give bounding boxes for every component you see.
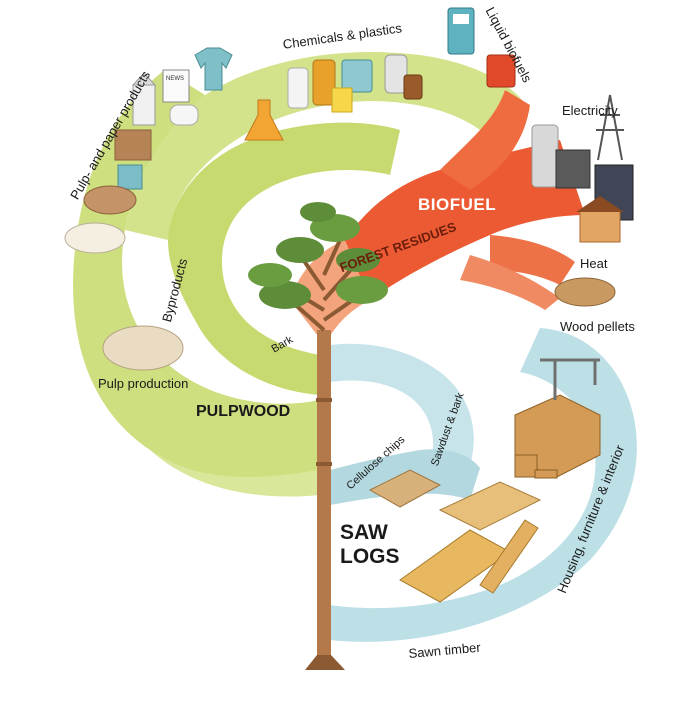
label-pulp-production: Pulp production: [98, 376, 189, 391]
white-bottle-icon: [287, 67, 309, 109]
cardboard-box-icon: [114, 129, 152, 161]
label-saw: SAW: [340, 521, 388, 544]
label-heat: Heat: [580, 256, 608, 271]
chemicals-icons: [244, 54, 423, 141]
newspaper-icon: [162, 69, 190, 103]
pellets-chips-icons: [102, 277, 616, 371]
label-biofuel: BIOFUEL: [418, 195, 497, 214]
blue-main-region: [330, 328, 637, 642]
energy-icons: [531, 94, 634, 243]
jerry-can-icon: [486, 54, 516, 88]
liquid-biofuels-icons: [447, 7, 516, 88]
brown-jar-icon: [403, 74, 423, 100]
tree-stump-base: [305, 655, 345, 670]
power-plant-building-icon: [555, 149, 591, 189]
red-to-liquid: [440, 90, 530, 190]
milk-carton-top-icon: [131, 72, 157, 86]
timber-housing-icons: [368, 358, 601, 603]
yellow-cup-icon: [331, 87, 353, 113]
fuel-pump-screen-icon: [453, 14, 469, 24]
red-to-heat: [490, 235, 575, 285]
sawlogs-flow: [330, 328, 637, 642]
label-pulpwood: PULPWOOD: [196, 403, 291, 420]
foliage-cluster-2: [248, 263, 292, 287]
label-logs: LOGS: [340, 545, 400, 568]
tree-trunk: [317, 330, 331, 665]
towel-roll-icon: [64, 222, 126, 254]
power-pylon-icon: [596, 94, 624, 161]
foliage-cluster-7: [300, 202, 336, 222]
shirt-icon: [194, 47, 233, 91]
plywood-sheet-icon: [438, 481, 542, 531]
house-roof-icon: [576, 196, 624, 212]
wood-pellets-pile-icon: [554, 277, 616, 307]
pine-tree: [248, 202, 388, 670]
foliage-cluster-4: [336, 276, 388, 304]
teal-box-icon: [117, 164, 143, 190]
crane-icon: [540, 358, 600, 400]
green-low-loop: [150, 450, 320, 497]
label-electricity: Electricity: [562, 103, 618, 118]
paper-towel-small-icon: [169, 104, 199, 126]
red-main-band: [330, 140, 585, 300]
lumber-beam-icon: [479, 519, 539, 594]
foliage-cluster-5: [336, 248, 380, 272]
paint-bucket-icon: [341, 59, 373, 93]
foliage-cluster-1: [259, 281, 311, 309]
furniture-shelf-icon: [514, 454, 538, 478]
kraft-roll-icon: [83, 185, 137, 215]
house-heat-icon: [579, 209, 621, 243]
flask-orange-icon: [244, 99, 284, 141]
pulp-chip-pile-icon: [102, 325, 184, 371]
newspaper-masthead: NEWS: [166, 76, 184, 82]
foliage-cluster-3: [276, 237, 324, 263]
amber-jar-icon: [312, 59, 336, 106]
green-upper-arc: [125, 51, 530, 240]
red-to-pellets: [460, 255, 560, 310]
pulp-paper-products-icons: NEWS: [64, 47, 233, 254]
trunk-cut-mark-1: [316, 398, 332, 402]
plastic-bottle-icon: [384, 54, 408, 94]
power-plant-silo-icon: [531, 124, 559, 188]
trunk-cut-mark-2: [316, 462, 332, 466]
cellulose-chip-board-icon: [368, 469, 442, 508]
label-wood-pellets: Wood pellets: [560, 319, 635, 334]
blue-swirl-upper: [330, 343, 474, 465]
furniture-table-icon: [534, 469, 558, 479]
green-inner-swirl: [168, 122, 400, 395]
